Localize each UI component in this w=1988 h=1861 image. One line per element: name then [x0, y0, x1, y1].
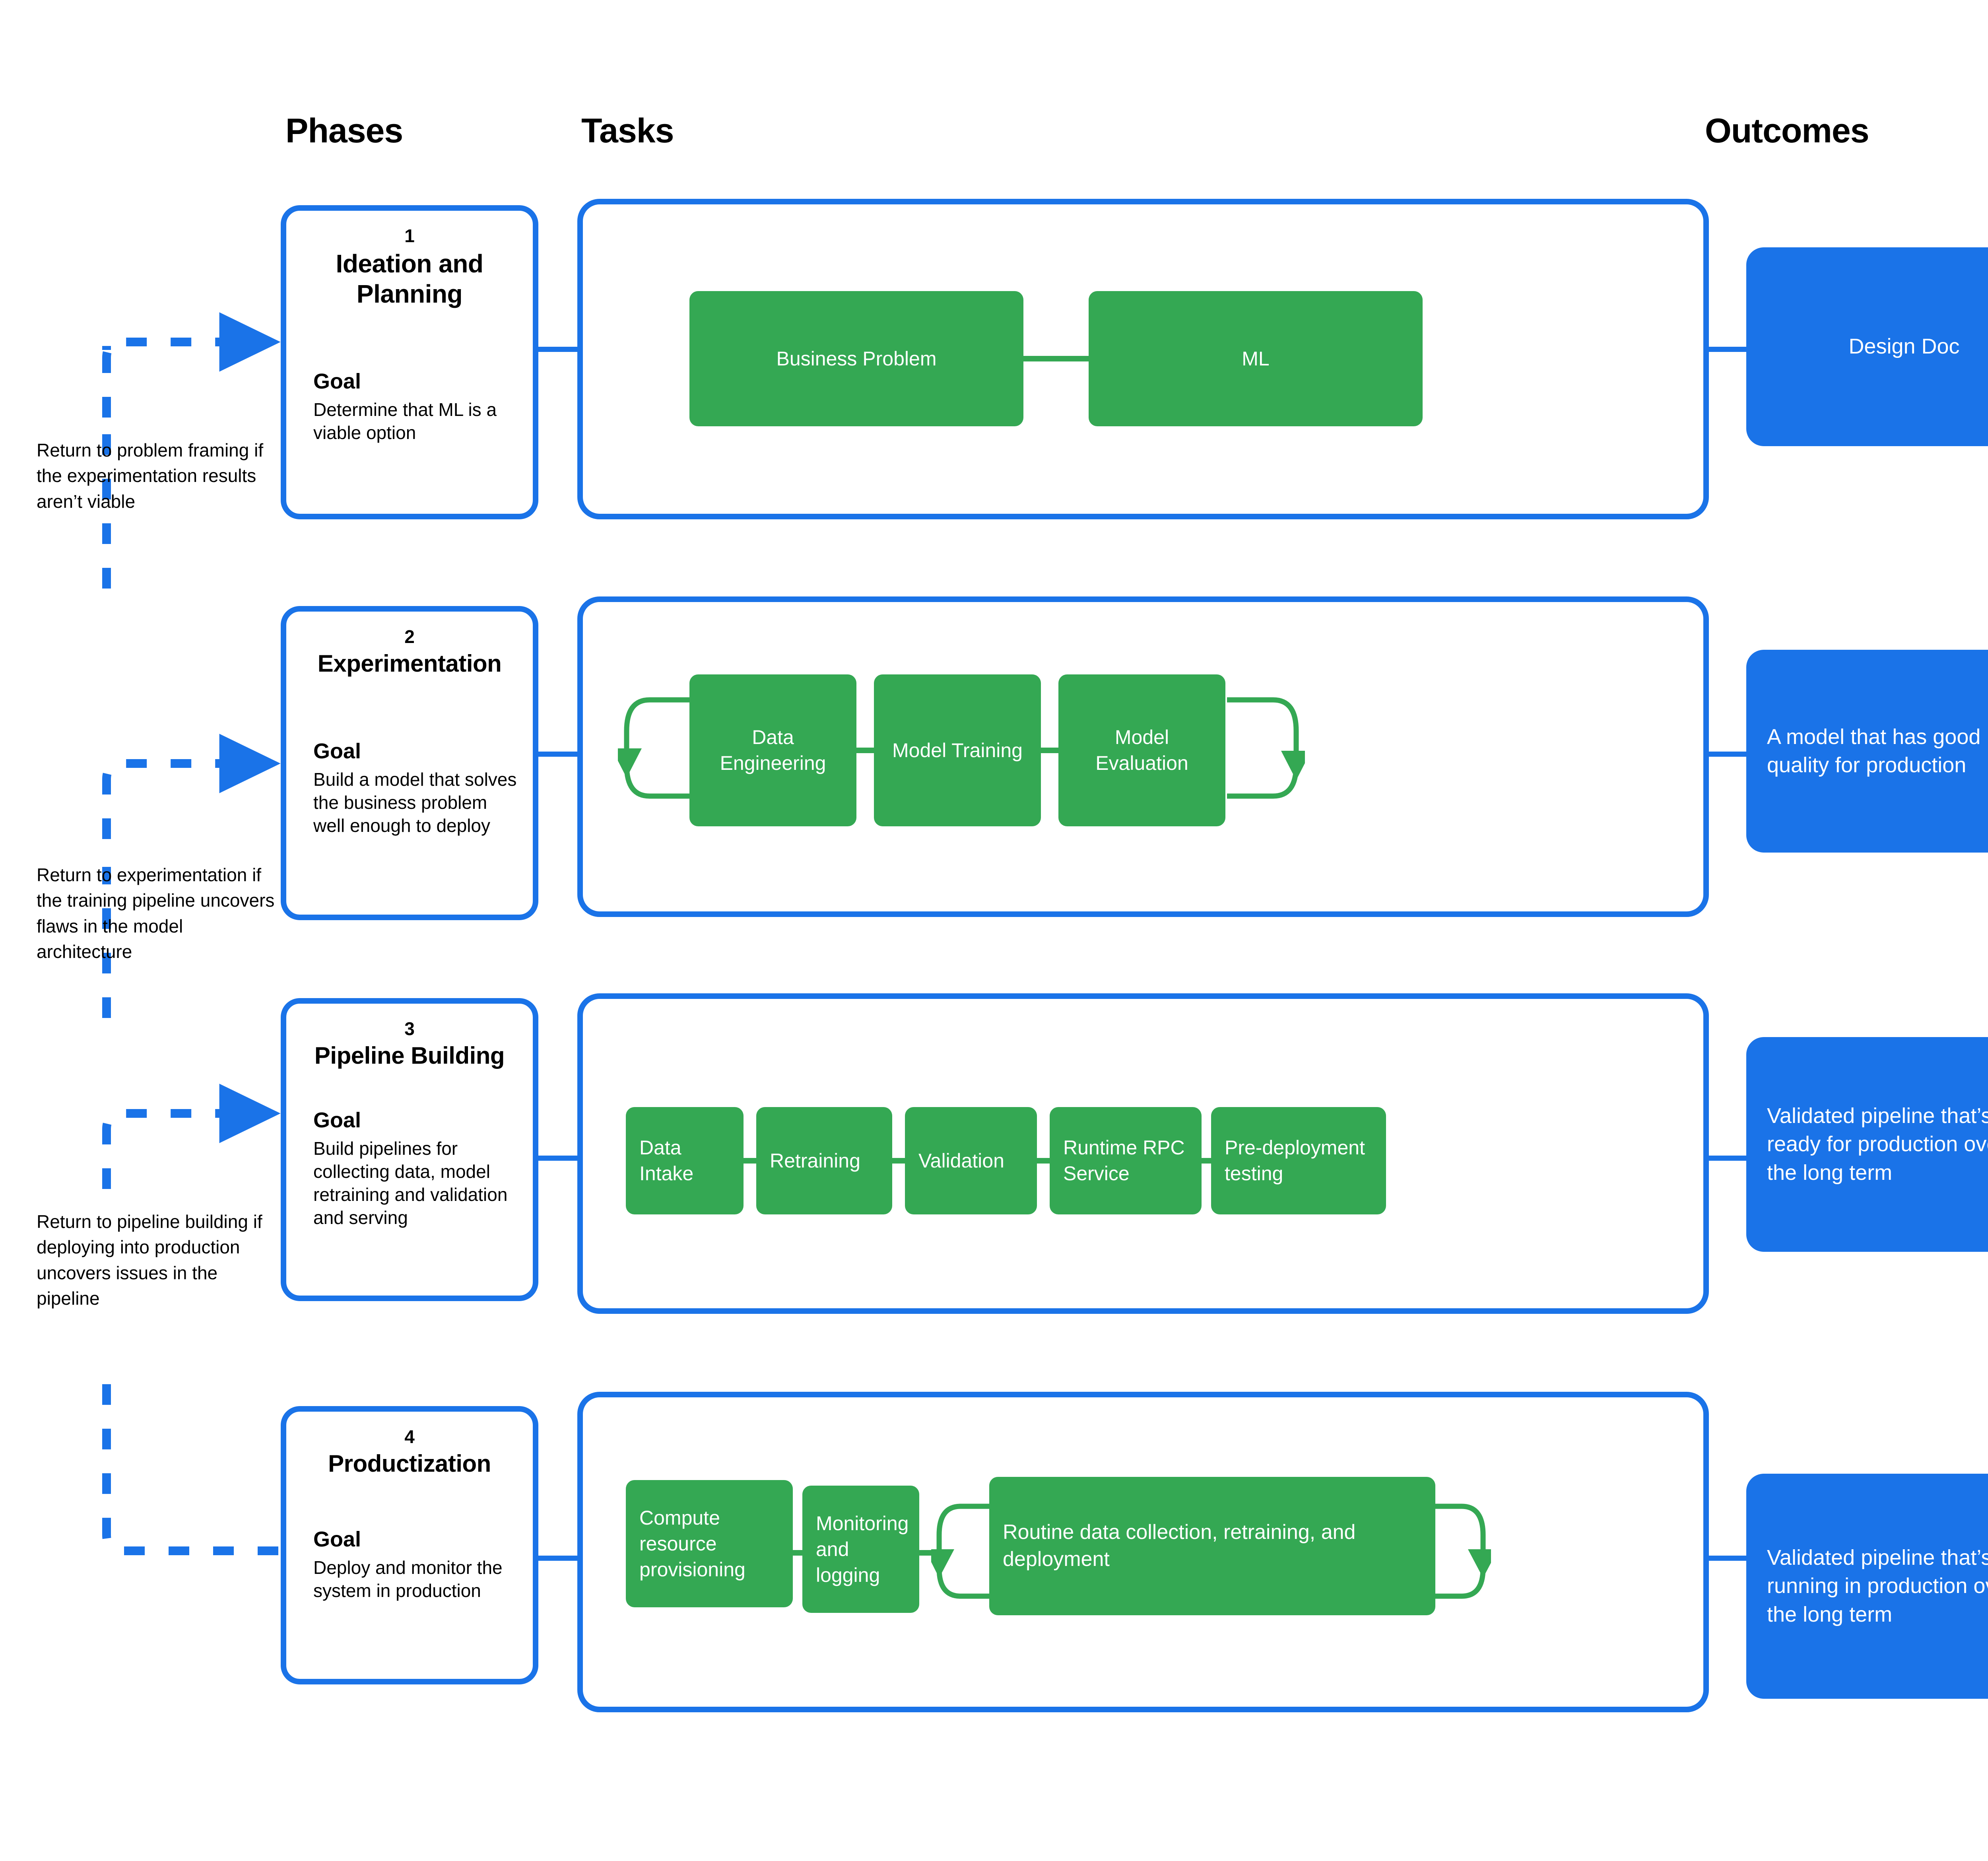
task-connector-2b [1041, 748, 1058, 753]
phase-title-1: Ideation and Planning [336, 249, 483, 308]
feedback-arrow-to-phase-3 [102, 1084, 281, 1189]
task-panel-2: Data Engineering Model Training Model Ev… [577, 596, 1709, 917]
feedback-arrow-to-phase-1 [102, 312, 281, 418]
goal-label-3: Goal [313, 1108, 361, 1132]
column-header-phases: Phases [285, 112, 403, 150]
phase-title-3: Pipeline Building [314, 1042, 505, 1069]
outcome-box-3[interactable]: Validated pipeline that’s ready for prod… [1746, 1037, 1988, 1252]
task-box-pre-deployment-testing[interactable]: Pre-deployment testing [1211, 1107, 1386, 1214]
connector-panel3-outcome3 [1709, 1156, 1749, 1161]
task-connector-3b [892, 1158, 905, 1164]
task-connector-3a [744, 1158, 756, 1164]
annotation-return-to-pipeline-building: Return to pipeline building if deploying… [37, 1211, 262, 1309]
phase-card-4[interactable]: 4 Productization Goal Deploy and monitor… [281, 1406, 538, 1684]
connector-phase3-panel3 [538, 1156, 577, 1161]
task-connector-3d [1202, 1158, 1211, 1164]
task-box-model-evaluation[interactable]: Model Evaluation [1058, 674, 1225, 826]
outcome-box-2[interactable]: A model that has good quality for produc… [1746, 650, 1988, 853]
phase-number-3: 3 [404, 1018, 415, 1039]
annotation-return-to-problem-framing: Return to problem framing if the experim… [37, 440, 264, 512]
phase-number-2: 2 [404, 626, 415, 647]
task-box-data-engineering[interactable]: Data Engineering [689, 674, 856, 826]
connector-phase4-panel4 [538, 1556, 577, 1561]
phase-card-2[interactable]: 2 Experimentation Goal Build a model tha… [281, 606, 538, 920]
loop-arrow-right-row2 [1227, 697, 1305, 799]
task-connector-2a [856, 748, 874, 753]
connector-phase1-panel1 [538, 347, 577, 352]
goal-text-2: Build a model that solves the business p… [313, 769, 517, 836]
column-header-tasks: Tasks [581, 112, 674, 150]
task-connector-3c [1037, 1158, 1050, 1164]
task-box-business-problem[interactable]: Business Problem [689, 291, 1023, 426]
phase-title-2: Experimentation [317, 650, 502, 677]
task-connector-4a [793, 1550, 802, 1556]
feedback-arrow-to-phase-2 [102, 734, 281, 839]
task-panel-1: Business Problem ML [577, 199, 1709, 519]
goal-label-2: Goal [313, 739, 361, 763]
loop-arrow-left-row4 [931, 1504, 993, 1599]
phase-number-1: 1 [404, 225, 415, 246]
phase-title-4: Productization [328, 1450, 491, 1477]
task-panel-3: Data Intake Retraining Validation Runtim… [577, 993, 1709, 1314]
phase-number-4: 4 [404, 1426, 415, 1447]
task-box-runtime-rpc-service[interactable]: Runtime RPC Service [1050, 1107, 1202, 1214]
task-box-retraining[interactable]: Retraining [756, 1107, 892, 1214]
loop-arrow-right-row4 [1429, 1504, 1491, 1599]
goal-label-4: Goal [313, 1527, 361, 1551]
connector-panel1-outcome1 [1709, 347, 1749, 352]
task-box-ml[interactable]: ML [1089, 291, 1423, 426]
outcome-box-1[interactable]: Design Doc [1746, 247, 1988, 446]
goal-text-1: Determine that ML is a viable option [313, 399, 497, 443]
task-box-data-intake[interactable]: Data Intake [626, 1107, 744, 1214]
goal-label-1: Goal [313, 369, 361, 393]
task-connector-1a [1023, 356, 1089, 361]
outcome-box-4[interactable]: Validated pipeline that’s running in pro… [1746, 1474, 1988, 1699]
connector-panel2-outcome2 [1709, 752, 1749, 757]
task-box-model-training[interactable]: Model Training [874, 674, 1041, 826]
task-box-monitoring-and-logging[interactable]: Monitoring and logging [802, 1486, 919, 1613]
loop-arrow-left-row2 [618, 697, 696, 799]
connector-phase2-panel2 [538, 752, 577, 757]
phase-card-3[interactable]: 3 Pipeline Building Goal Build pipelines… [281, 998, 538, 1301]
connector-panel4-outcome4 [1709, 1556, 1749, 1561]
task-panel-4: Compute resource provisioning Monitoring… [577, 1392, 1709, 1712]
task-box-routine-data-collection[interactable]: Routine data collection, retraining, and… [989, 1477, 1435, 1615]
phase-card-1[interactable]: 1 Ideation and Planning Goal Determine t… [281, 205, 538, 519]
task-box-validation[interactable]: Validation [905, 1107, 1037, 1214]
goal-text-3: Build pipelines for collecting data, mod… [313, 1138, 508, 1228]
task-box-compute-resource-provisioning[interactable]: Compute resource provisioning [626, 1480, 793, 1607]
goal-text-4: Deploy and monitor the system in product… [313, 1557, 503, 1601]
column-header-outcomes: Outcomes [1705, 112, 1870, 150]
feedback-spine-left [102, 1372, 278, 1555]
annotation-return-to-experimentation: Return to experimentation if the trainin… [37, 864, 275, 962]
